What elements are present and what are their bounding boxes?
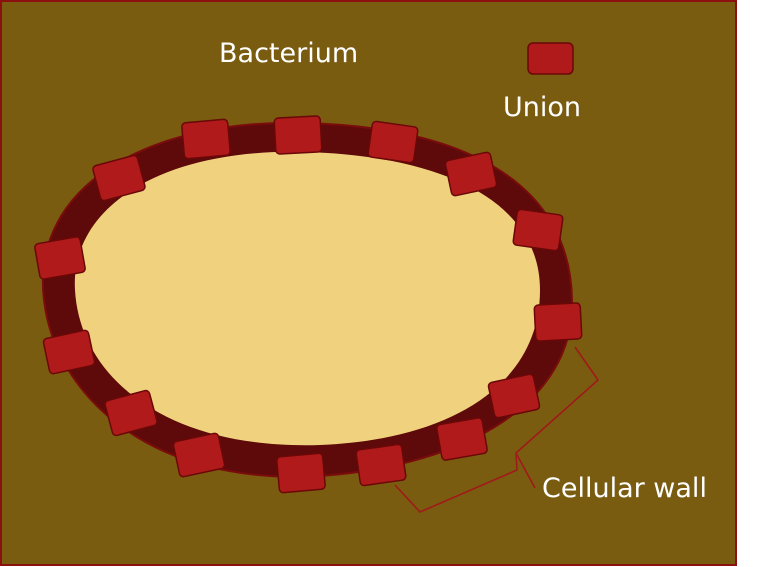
cellular-wall-brace [394,346,599,513]
union-legend-label: Union [503,92,581,123]
union-block [487,373,541,419]
union-block [92,154,146,202]
union-block [181,118,231,160]
union-block [367,120,419,164]
cellular-wall-label: Cellular wall [542,473,707,504]
union-block [355,443,407,487]
cytoplasm [74,151,540,446]
union-block [104,389,158,437]
union-block [42,329,96,375]
union-block [273,115,323,155]
union-block [276,452,326,494]
union-block [533,302,583,342]
union-block [512,208,564,252]
legend-union-swatch [527,42,574,75]
union-block [34,236,86,280]
union-block [444,151,498,197]
bacterium-label: Bacterium [219,38,358,69]
cellular-wall-brace-tip [515,452,536,489]
union-blocks [34,115,583,494]
union-block [436,417,488,461]
union-block [172,432,226,478]
